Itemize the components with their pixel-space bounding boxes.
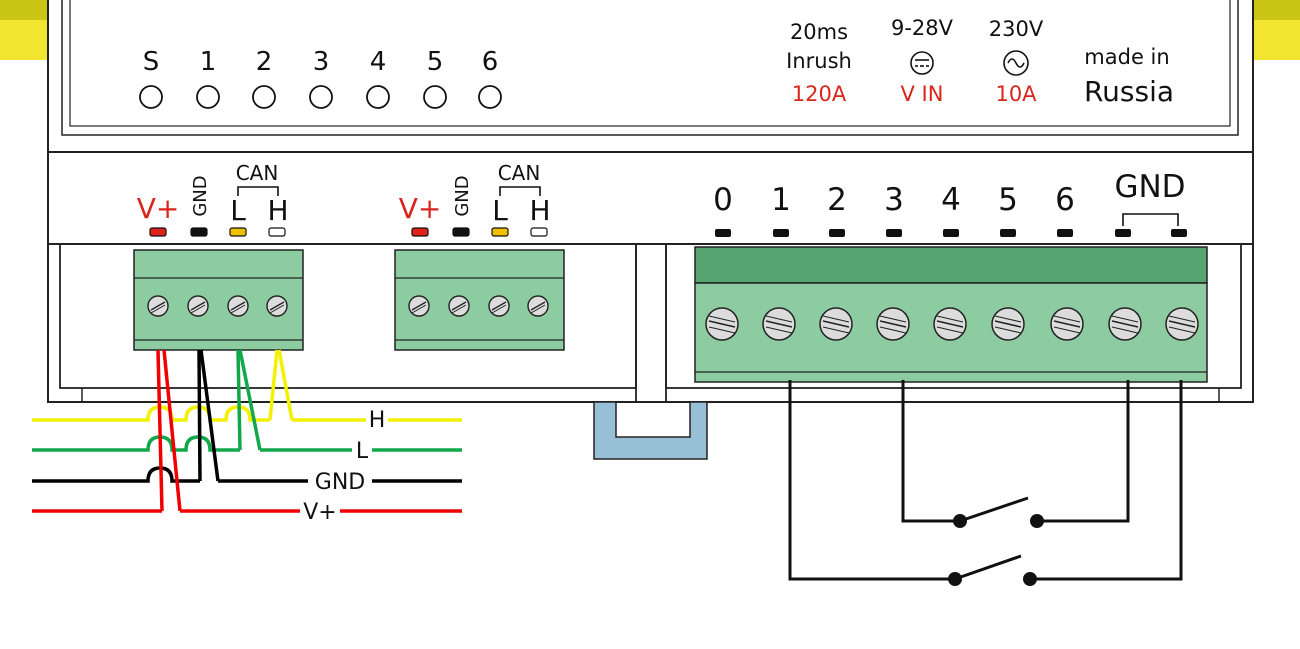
bus-label-gnd: GND [315,470,365,495]
bus-labels: H L GND V+ [303,408,385,525]
led-label: 2 [256,47,273,77]
gnd-label: GND [452,175,473,216]
input-label: 1 [771,182,791,218]
input-indicator [1115,229,1131,237]
status-led [309,85,333,109]
status-led [423,85,447,109]
can-bracket [499,186,541,196]
can-label: CAN [236,161,279,185]
device-top-body [47,0,1254,153]
led-label: 3 [313,47,330,77]
h-bus-line [32,405,270,422]
country-label: Russia [1084,75,1174,108]
input-indicator [943,229,959,237]
din-clip [593,401,708,460]
ac-current: 10A [995,82,1037,106]
led-label: 1 [200,47,217,77]
bus-label-l: L [356,439,369,464]
gnd-indicator [190,227,208,237]
led-label: S [143,47,160,77]
status-led [478,85,502,109]
din-rail-right [1253,0,1300,60]
inrush-value: 120A [792,82,847,106]
h-indicator [530,227,548,237]
switch-contacts [948,514,1044,586]
vin-label: V IN [901,82,944,106]
vplus-indicator [411,227,429,237]
switch-1-contact-a [953,514,967,528]
bus-wires [32,349,462,513]
input-indicator [773,229,789,237]
can-h-label: H [267,194,288,227]
input-label: 2 [827,182,847,218]
vplus-indicator [149,227,167,237]
input-indicator [1171,229,1187,237]
input-indicator [886,229,902,237]
l-indicator [229,227,247,237]
can-terminal-block [133,249,304,351]
status-led [196,85,220,109]
led-label: 5 [427,47,444,77]
input-indicator [1000,229,1016,237]
gnd-label: GND [190,175,211,216]
status-led [139,85,163,109]
status-led-row: S 1 2 3 4 5 6 [139,47,502,109]
led-label: 6 [482,47,499,77]
input-label: 3 [884,182,904,218]
switch-2-lever [954,554,1022,581]
can-l-label: L [230,194,246,227]
switch-1-lever [959,496,1029,523]
gnd-indicator [452,227,470,237]
l-indicator [491,227,509,237]
inrush-line2: Inrush [786,49,852,73]
can-bracket [237,186,279,196]
switch-2-contact-a [948,572,962,586]
switch-2-contact-b [1023,572,1037,586]
bus-label-vplus: V+ [303,500,336,525]
vplus-label: V+ [399,192,442,225]
switch-1-contact-b [1030,514,1044,528]
led-label: 4 [370,47,387,77]
vin-voltage: 9-28V [891,16,954,40]
ac-voltage: 230V [989,17,1044,41]
input-indicator [829,229,845,237]
l-bus-line [32,435,240,452]
input-label: 0 [713,182,733,218]
made-in-label: made in [1084,45,1169,69]
bus-label-h: H [369,408,386,433]
input-label: 4 [941,182,961,218]
can-label: CAN [498,161,541,185]
status-led [252,85,276,109]
ac-sine-circle-icon [1003,50,1029,76]
input-label: 5 [998,182,1018,218]
can-terminal-block [394,249,565,351]
input-gnd-label: GND [1114,169,1185,205]
label-strip [47,151,1254,245]
input-indicator [1057,229,1073,237]
inrush-line1: 20ms [790,20,848,44]
can-l-label: L [492,194,508,227]
din-rail-left [0,0,48,60]
input-terminal-block [694,246,1208,383]
input-indicator [715,229,731,237]
vplus-label: V+ [137,192,180,225]
dc-circle-icon [910,51,934,75]
can-terminal-blocks [133,249,565,351]
h-indicator [268,227,286,237]
status-led [366,85,390,109]
input-label: 6 [1055,182,1075,218]
can-h-label: H [529,194,550,227]
switch-wiring [788,380,1183,581]
specs-block: 20ms Inrush 120A 9-28V V IN 230V 10A mad… [786,16,1174,108]
device-front-panel [61,0,1239,136]
gnd-bracket [1122,213,1179,226]
